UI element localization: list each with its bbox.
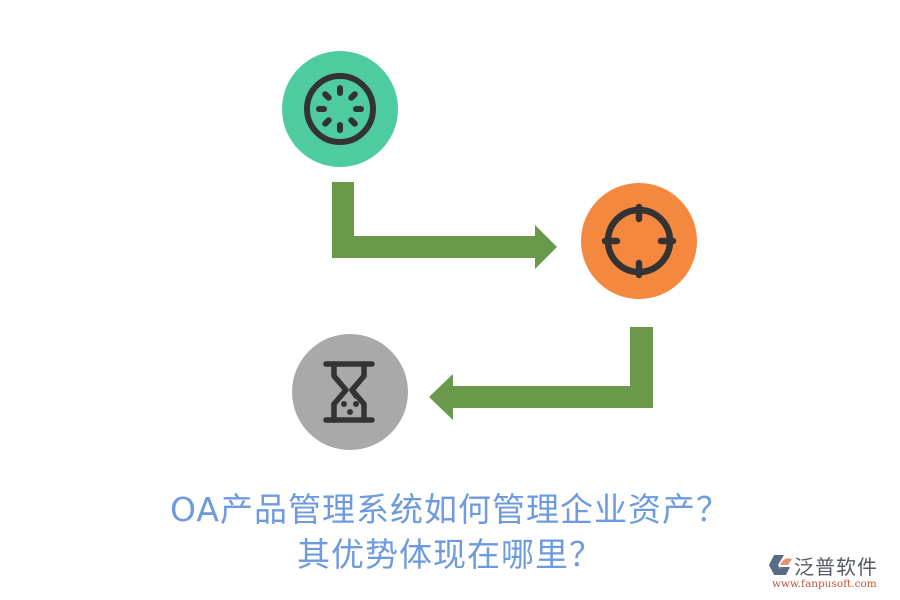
hourglass-icon [323, 361, 375, 423]
loading-spinner-icon [304, 73, 376, 145]
brand-name: 泛普软件 [794, 555, 878, 579]
title-line-2: 其优势体现在哪里？ [297, 535, 603, 574]
step-1-circle [282, 51, 398, 167]
brand-url: www.fanpusoft.com [772, 578, 877, 590]
step-3-circle [292, 334, 408, 450]
brand-logo: 泛普软件 www.fanpusoft.com [766, 551, 896, 596]
fanpu-logo-icon [769, 555, 792, 575]
crosshair-target-icon [601, 203, 677, 279]
step-2-circle [581, 183, 697, 299]
title-line-1: OA产品管理系统如何管理企业资产？ [170, 490, 730, 529]
